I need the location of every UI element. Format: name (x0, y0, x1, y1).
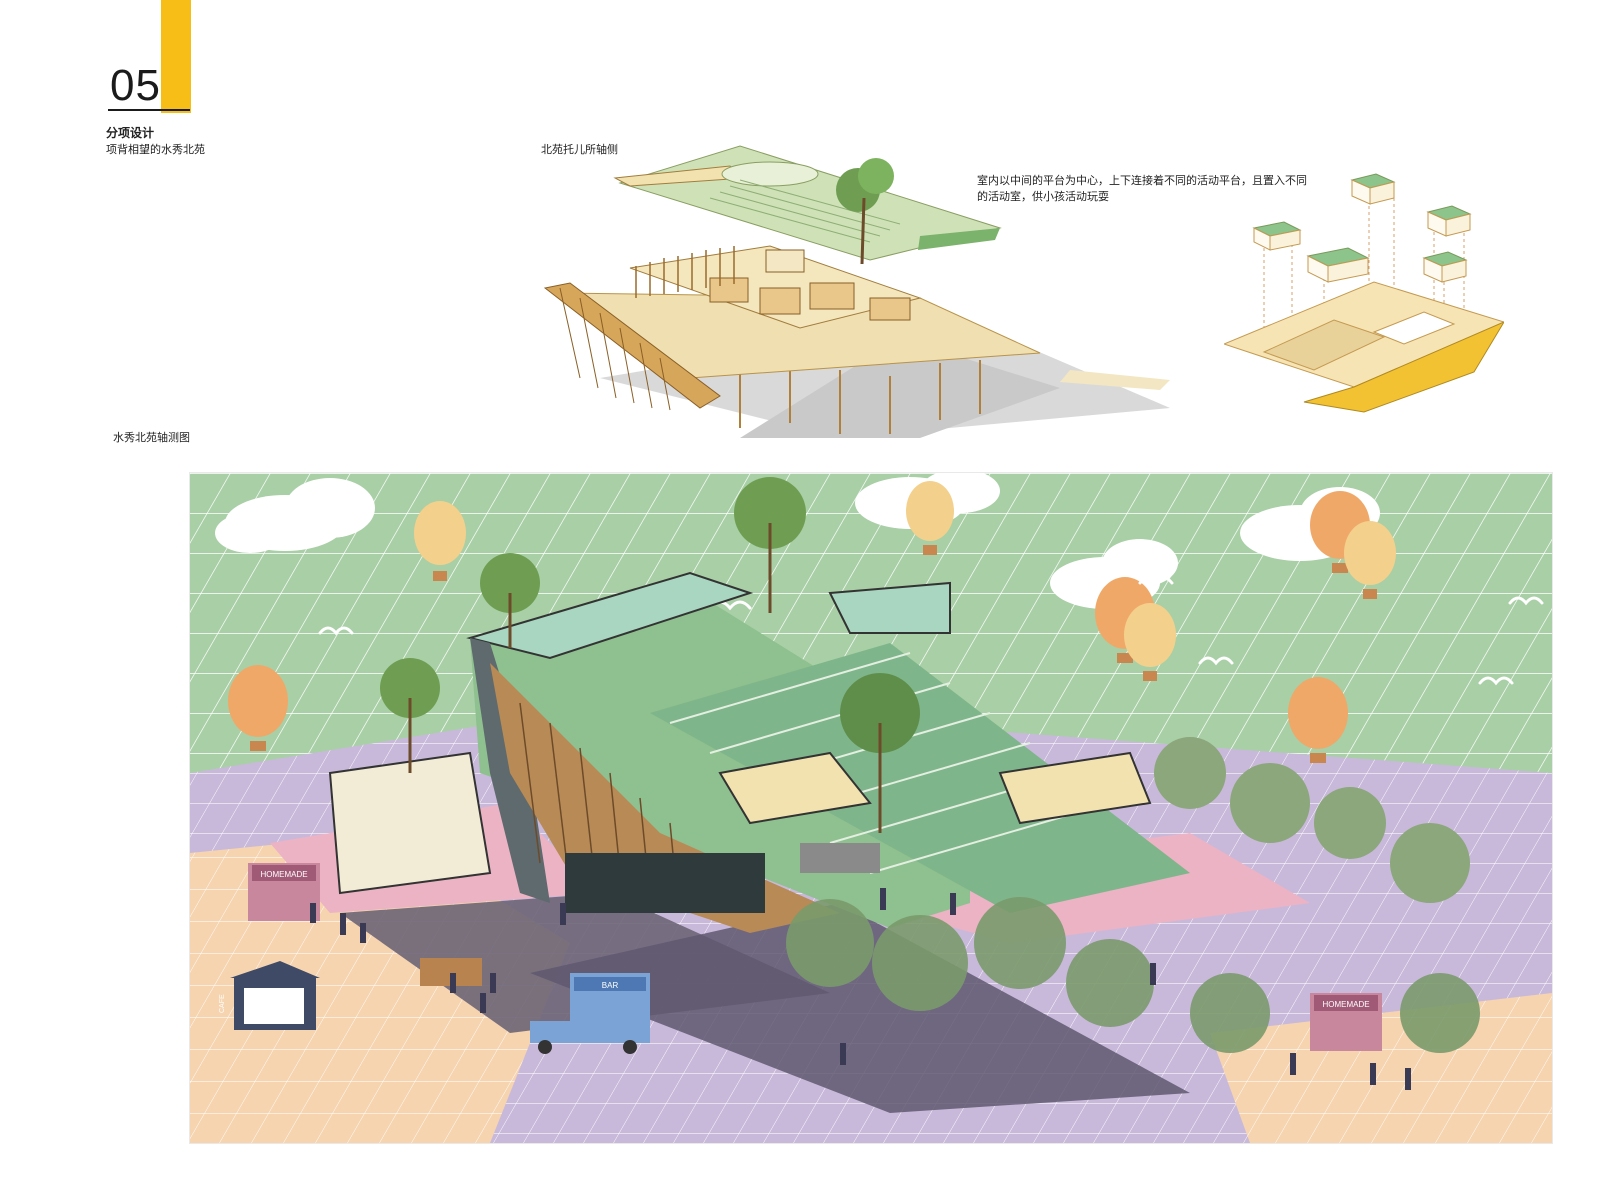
section-rule (108, 109, 190, 111)
section-number: 05 (110, 61, 161, 110)
kindergarten-exploded-axon (540, 138, 1200, 446)
svg-text:BAR: BAR (602, 981, 619, 990)
module-stack-diagram (1224, 172, 1504, 436)
main-axon-label: 水秀北苑轴测图 (113, 431, 190, 444)
section-title: 分项设计 (106, 126, 155, 140)
homemade-stall-right: HOMEMADE (1310, 993, 1382, 1051)
svg-text:HOMEMADE: HOMEMADE (1322, 1000, 1369, 1009)
hot-air-balloon-icon (228, 481, 1396, 763)
accent-bar (161, 0, 191, 113)
homemade-stall-left: HOMEMADE (248, 863, 320, 921)
main-axonometric-illustration: HOMEMADE HOMEMADE CAFE BAR (189, 472, 1553, 1144)
design-note: 室内以中间的平台为中心，上下连接着不同的活动平台，且置入不同的活动室，供小孩活动… (977, 174, 1307, 203)
bar-food-truck: BAR (530, 973, 650, 1054)
person-icon (310, 888, 1411, 1090)
kindergarten-axon-label: 北苑托儿所轴侧 (541, 143, 618, 156)
svg-text:CAFE: CAFE (219, 994, 226, 1013)
cafe-tent: CAFE (219, 961, 320, 1030)
svg-text:HOMEMADE: HOMEMADE (260, 870, 307, 879)
tree-icon (380, 477, 1480, 1053)
section-subtitle: 项背相望的水秀北苑 (106, 143, 205, 156)
